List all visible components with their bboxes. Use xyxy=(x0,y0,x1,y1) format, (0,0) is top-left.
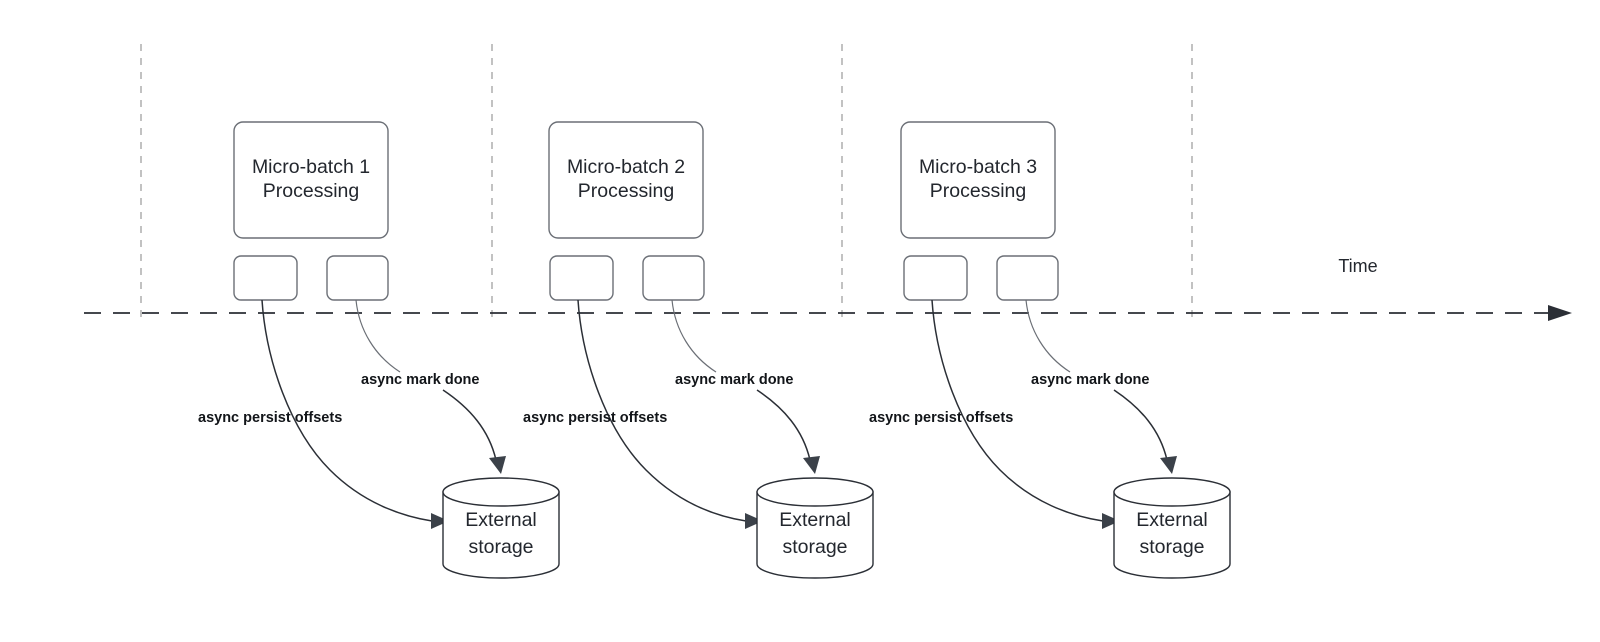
group-1-persist-offsets-arrow xyxy=(261,299,433,522)
micro-batch-2-box[interactable] xyxy=(548,121,704,239)
group-1-mark-done-arrow-upper xyxy=(355,299,401,373)
guide-lines-group xyxy=(140,44,1193,320)
group-2-persist-offsets-task-box[interactable] xyxy=(549,255,614,301)
time-axis-label: Time xyxy=(1338,256,1377,276)
group-3-mark-done-arrow-lower xyxy=(1113,389,1168,461)
group-1-mark-done-arrowhead-icon xyxy=(489,456,506,474)
micro-batch-1-box[interactable] xyxy=(233,121,389,239)
group-1-storage-label-line2: storage xyxy=(468,536,533,558)
group-1-persist-offsets-label: async persist offsets xyxy=(198,410,342,426)
micro-batch-3-box[interactable] xyxy=(900,121,1056,239)
group-3-cylinder-body xyxy=(1113,491,1231,579)
group-2-persist-offsets-arrowhead-icon xyxy=(745,513,763,529)
group-1-cylinder-body xyxy=(442,491,560,579)
group-3-storage-label-line2: storage xyxy=(1139,536,1204,558)
micro-batch-1-label-line1: Micro-batch 1 xyxy=(252,156,370,178)
group-3-cylinder-top xyxy=(1113,477,1231,507)
group-2-mark-done-task-box[interactable] xyxy=(642,255,705,301)
group-1-mark-done-label: async mark done xyxy=(361,372,479,388)
group-1-storage-label-line1: External xyxy=(465,509,537,531)
group-3-mark-done-task-box[interactable] xyxy=(996,255,1059,301)
group-2-persist-offsets-arrow xyxy=(577,299,747,522)
group-1-external-storage[interactable]: External storage xyxy=(442,477,560,579)
group-2-external-storage[interactable]: External storage xyxy=(756,477,874,579)
group-2-mark-done-arrow-lower xyxy=(756,389,811,461)
group-3-persist-offsets-task-box[interactable] xyxy=(903,255,968,301)
micro-batch-2-label-line2: Processing xyxy=(578,180,674,202)
micro-batch-3-label-line1: Micro-batch 3 xyxy=(919,156,1037,178)
group-3-mark-done-arrowhead-icon xyxy=(1160,456,1177,474)
group-2-mark-done-arrowhead-icon xyxy=(803,456,820,474)
time-axis-arrow-icon xyxy=(1548,305,1572,321)
group-1-mark-done-arrow-lower xyxy=(442,389,497,461)
group-1: Micro-batch 1 Processing External storag… xyxy=(198,121,560,579)
group-2-cylinder-body xyxy=(756,491,874,579)
group-3-mark-done-arrow-upper xyxy=(1025,299,1071,373)
group-3-persist-offsets-arrowhead-icon xyxy=(1102,513,1120,529)
group-1-persist-offsets-task-box[interactable] xyxy=(233,255,298,301)
group-2-persist-offsets-label: async persist offsets xyxy=(523,410,667,426)
micro-batch-3-label-line2: Processing xyxy=(930,180,1026,202)
group-2-cylinder-top xyxy=(756,477,874,507)
group-1-cylinder-top xyxy=(442,477,560,507)
micro-batch-2-label-line1: Micro-batch 2 xyxy=(567,156,685,178)
group-3-persist-offsets-label: async persist offsets xyxy=(869,410,1013,426)
group-2-storage-label-line1: External xyxy=(779,509,851,531)
group-2-mark-done-label: async mark done xyxy=(675,372,793,388)
micro-batch-1-label-line2: Processing xyxy=(263,180,359,202)
group-3-persist-offsets-arrow xyxy=(931,299,1104,522)
group-3: Micro-batch 3 Processing External storag… xyxy=(869,121,1231,579)
group-3-external-storage[interactable]: External storage xyxy=(1113,477,1231,579)
group-3-storage-label-line1: External xyxy=(1136,509,1208,531)
time-axis-group: Time xyxy=(84,256,1572,321)
group-2-storage-label-line2: storage xyxy=(782,536,847,558)
group-2: Micro-batch 2 Processing External storag… xyxy=(523,121,874,579)
group-2-mark-done-arrow-upper xyxy=(671,299,717,373)
group-3-mark-done-label: async mark done xyxy=(1031,372,1149,388)
group-1-persist-offsets-arrowhead-icon xyxy=(431,513,449,529)
group-1-mark-done-task-box[interactable] xyxy=(326,255,389,301)
